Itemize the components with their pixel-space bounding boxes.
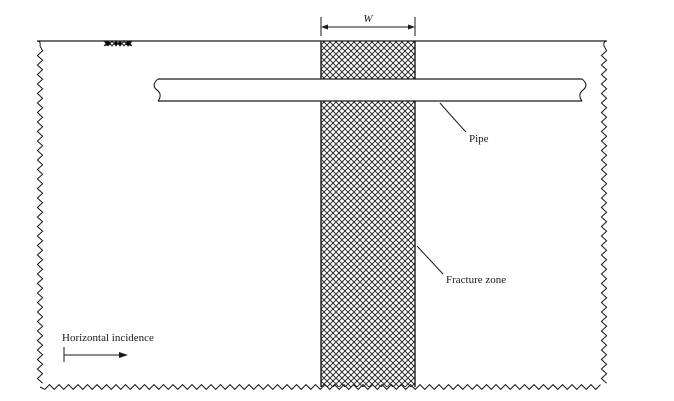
width-label: W	[363, 13, 373, 25]
pipe-left-end	[153, 78, 161, 102]
pipe-label: Pipe	[469, 133, 489, 145]
bottom-boundary-wavy	[39, 383, 601, 391]
pipe-right-end	[579, 78, 587, 102]
fracture-zone-leader-line	[416, 245, 444, 275]
ground-hatch-icon	[103, 40, 133, 47]
right-boundary-wavy	[600, 45, 608, 384]
pipe-leader-line	[439, 102, 467, 133]
ground-corner-right	[603, 40, 608, 47]
incidence-label: Horizontal incidence	[62, 332, 154, 344]
arrow-right-icon	[63, 347, 128, 362]
fracture-zone-label: Fracture zone	[446, 274, 506, 286]
left-boundary-wavy	[36, 45, 44, 384]
pipe	[153, 78, 587, 102]
ground-corner-left	[36, 40, 41, 47]
width-dimension	[320, 17, 416, 36]
